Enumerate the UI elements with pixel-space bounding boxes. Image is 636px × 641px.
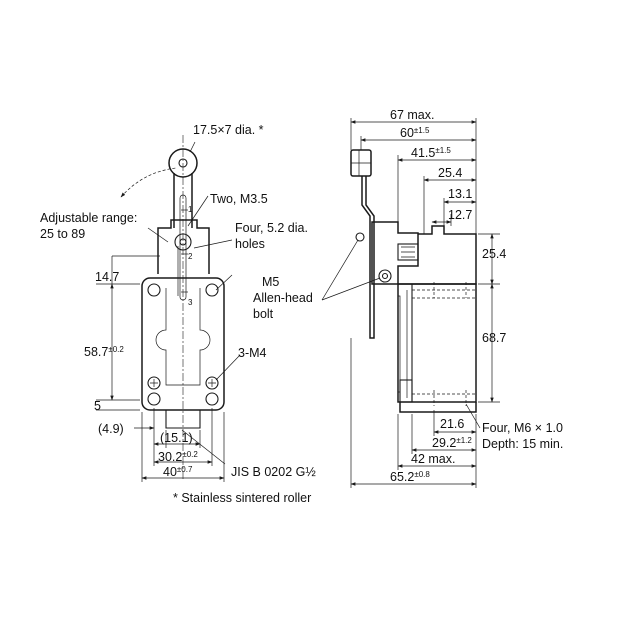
m5-label: M5 — [262, 275, 279, 289]
dim-14-7: 14.7 — [95, 270, 119, 284]
dim-29-2: 29.2±1.2 — [432, 436, 472, 450]
jis-label: JIS B 0202 G½ — [231, 465, 316, 479]
dim-13-1: 13.1 — [448, 187, 472, 201]
dim-65-2: 65.2±0.8 — [390, 470, 430, 484]
side-leaders — [321, 239, 481, 429]
dim-4-9: (4.9) — [98, 422, 124, 436]
side-bottom-dimensions — [350, 338, 477, 488]
jis-leader — [181, 429, 226, 465]
dim-21-6: 21.6 — [440, 417, 464, 431]
side-right-dimensions — [478, 233, 500, 403]
dim-67: 67 max. — [390, 108, 434, 122]
front-left-dimensions — [96, 255, 160, 411]
dim-40: 40±0.7 — [163, 465, 193, 479]
dim-60: 60±1.5 — [400, 126, 430, 140]
dim-12-7: 12.7 — [448, 208, 472, 222]
stainless-note: * Stainless sintered roller — [173, 491, 311, 505]
roller-label: 17.5×7 dia. * — [193, 123, 264, 137]
m5-label-3: bolt — [253, 307, 274, 321]
adjustable-range-value: 25 to 89 — [40, 227, 85, 241]
m5-label-2: Allen-head — [253, 291, 313, 305]
side-head — [371, 221, 477, 285]
two-m35-label: Two, M3.5 — [210, 192, 268, 206]
lever-position-mark-1: 1 — [188, 205, 193, 214]
adjustable-range-label: Adjustable range: — [40, 211, 137, 225]
side-roller — [350, 149, 372, 177]
side-body — [397, 282, 477, 413]
dim-41-5: 41.5±1.5 — [411, 146, 451, 160]
dim-25-4-top: 25.4 — [438, 166, 462, 180]
side-top-dimensions — [350, 118, 477, 234]
dim-42: 42 max. — [411, 452, 455, 466]
four-m6-label: Four, M6 × 1.0 — [482, 421, 563, 435]
dim-58-7: 58.7±0.2 — [84, 345, 124, 359]
side-view: 67 max. 60±1.5 41.5±1.5 25.4 13.1 12.7 2… — [253, 108, 563, 488]
four-m6-depth: Depth: 15 min. — [482, 437, 563, 451]
lever-position-mark-3: 3 — [188, 298, 193, 307]
front-leaders — [187, 141, 241, 381]
adjustable-range-arc — [120, 167, 177, 243]
side-lever — [355, 176, 375, 339]
lever-hub — [157, 219, 210, 274]
dim-30-2: 30.2±0.2 — [158, 450, 198, 464]
four-holes-label-2: holes — [235, 237, 265, 251]
dim-5: 5 — [94, 399, 101, 413]
front-bottom-dimensions — [134, 408, 225, 482]
dim-15-1: (15.1) — [160, 431, 193, 445]
four-holes-label: Four, 5.2 dia. — [235, 221, 308, 235]
lever-position-mark-2: 2 — [188, 252, 193, 261]
m4-label: 3-M4 — [238, 346, 267, 360]
dim-68-7: 68.7 — [482, 331, 506, 345]
front-view: 17.5×7 dia. * Adjustable range: 25 to 89… — [40, 123, 308, 482]
dim-25-4-right: 25.4 — [482, 247, 506, 261]
